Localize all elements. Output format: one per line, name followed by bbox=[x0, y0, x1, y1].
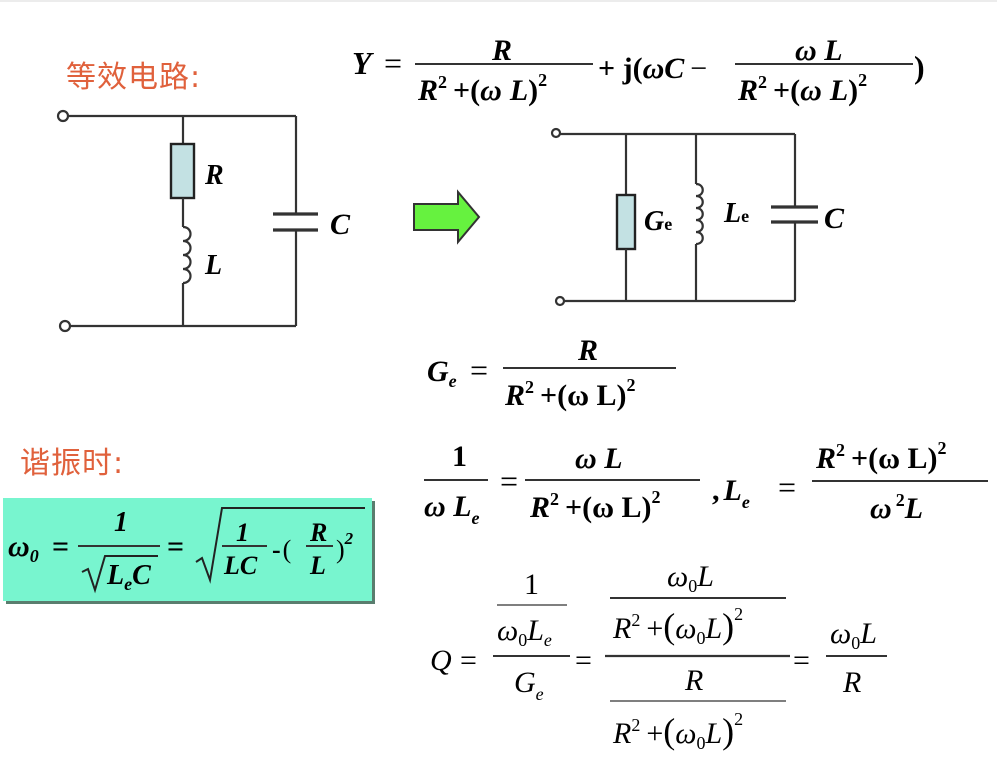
label-ge: Ge bbox=[644, 206, 672, 237]
right-arrow-icon bbox=[413, 189, 481, 245]
heading-equivalent-circuit: 等效电路: bbox=[66, 60, 202, 95]
label-c-eq: C bbox=[824, 202, 845, 235]
resonance-box bbox=[3, 498, 372, 601]
terminal-bottom-eq bbox=[554, 295, 566, 307]
admittance-lhs: Y bbox=[352, 45, 374, 81]
q-eq2: = bbox=[575, 644, 592, 677]
formula-le: 1 ω Le = ω L R2+(ω L)2 ,Le = R2+(ω L)2 ω… bbox=[424, 438, 988, 528]
le-num2: ω L bbox=[575, 442, 623, 475]
w0-inner-den: LC bbox=[223, 551, 258, 580]
w0-lhs: ω0 bbox=[8, 530, 39, 566]
le-den1: ω Le bbox=[424, 490, 480, 528]
label-c: C bbox=[330, 208, 351, 241]
inductor-l bbox=[182, 225, 192, 285]
circuit-original bbox=[56, 109, 318, 333]
w0-eq1: = bbox=[52, 530, 69, 563]
q-bottom-num: R bbox=[684, 664, 703, 697]
q-bottom-den: R2+(ω0L)2 bbox=[612, 709, 743, 753]
resistor-r bbox=[169, 142, 196, 200]
label-le: Le bbox=[723, 198, 749, 229]
le-num1: 1 bbox=[452, 440, 467, 473]
q-one: 1 bbox=[524, 568, 539, 601]
formula-q-factor: Q = 1 ω0Le Ge = ω0L R2+(ω0L)2 R R2+(ω0L)… bbox=[430, 560, 887, 753]
ge-num: R bbox=[577, 334, 598, 367]
terminal-top-eq bbox=[550, 127, 562, 139]
admittance-close: ) bbox=[914, 49, 925, 85]
w0-eq2: = bbox=[167, 530, 184, 563]
sqrt-icon-large bbox=[195, 507, 365, 584]
terminal-bottom bbox=[58, 319, 72, 333]
label-r: R bbox=[204, 160, 224, 191]
w0-close-sq: )2 bbox=[336, 529, 354, 564]
label-l: L bbox=[204, 250, 222, 281]
q-eq3: = bbox=[793, 644, 810, 677]
le-eq1: = bbox=[500, 463, 518, 499]
q-eq1: = bbox=[460, 644, 477, 677]
conductance-ge bbox=[615, 193, 637, 251]
w0-minus-paren: -( bbox=[272, 535, 291, 564]
le-lhs2: ,Le bbox=[712, 474, 750, 512]
q-result-num: ω0L bbox=[830, 617, 877, 653]
formula-ge: Ge = R R2+(ω L)2 bbox=[427, 334, 676, 412]
admittance-num2: ω L bbox=[795, 34, 843, 67]
le-eq2: = bbox=[778, 469, 796, 505]
q-top-den: R2+(ω0L)2 bbox=[612, 604, 743, 648]
q-top-num: ω0L bbox=[667, 560, 714, 596]
formula-resonance-frequency: ω0 = 1 LeC = 1 LC -( R L )2 bbox=[8, 507, 365, 594]
q-result-den: R bbox=[842, 666, 861, 699]
q-ge: Ge bbox=[514, 666, 544, 704]
admittance-imag: + j(ωC− bbox=[598, 52, 707, 85]
w0-frac-den: L bbox=[309, 551, 326, 580]
w0-den: LeC bbox=[106, 560, 151, 594]
admittance-num: R bbox=[491, 34, 512, 67]
le-num3: R2+(ω L)2 bbox=[815, 438, 947, 475]
w0-num: 1 bbox=[114, 507, 128, 538]
top-border bbox=[0, 0, 997, 2]
sqrt-icon bbox=[81, 555, 158, 594]
w0-inner-num: 1 bbox=[236, 518, 249, 547]
ge-eq: = bbox=[470, 352, 488, 388]
w0-frac-num: R bbox=[309, 518, 327, 547]
le-den2: R2+(ω L)2 bbox=[529, 487, 661, 524]
circuit-equivalent bbox=[550, 127, 818, 307]
q-lhs: Q bbox=[430, 644, 452, 677]
heading-at-resonance: 谐振时: bbox=[20, 446, 125, 481]
admittance-eq: = bbox=[384, 45, 402, 81]
q-w0le: ω0Le bbox=[497, 614, 552, 650]
ge-den: R2+(ω L)2 bbox=[504, 375, 636, 412]
ge-lhs: Ge bbox=[427, 355, 457, 391]
inductor-le bbox=[695, 182, 704, 246]
terminal-top bbox=[56, 109, 70, 123]
